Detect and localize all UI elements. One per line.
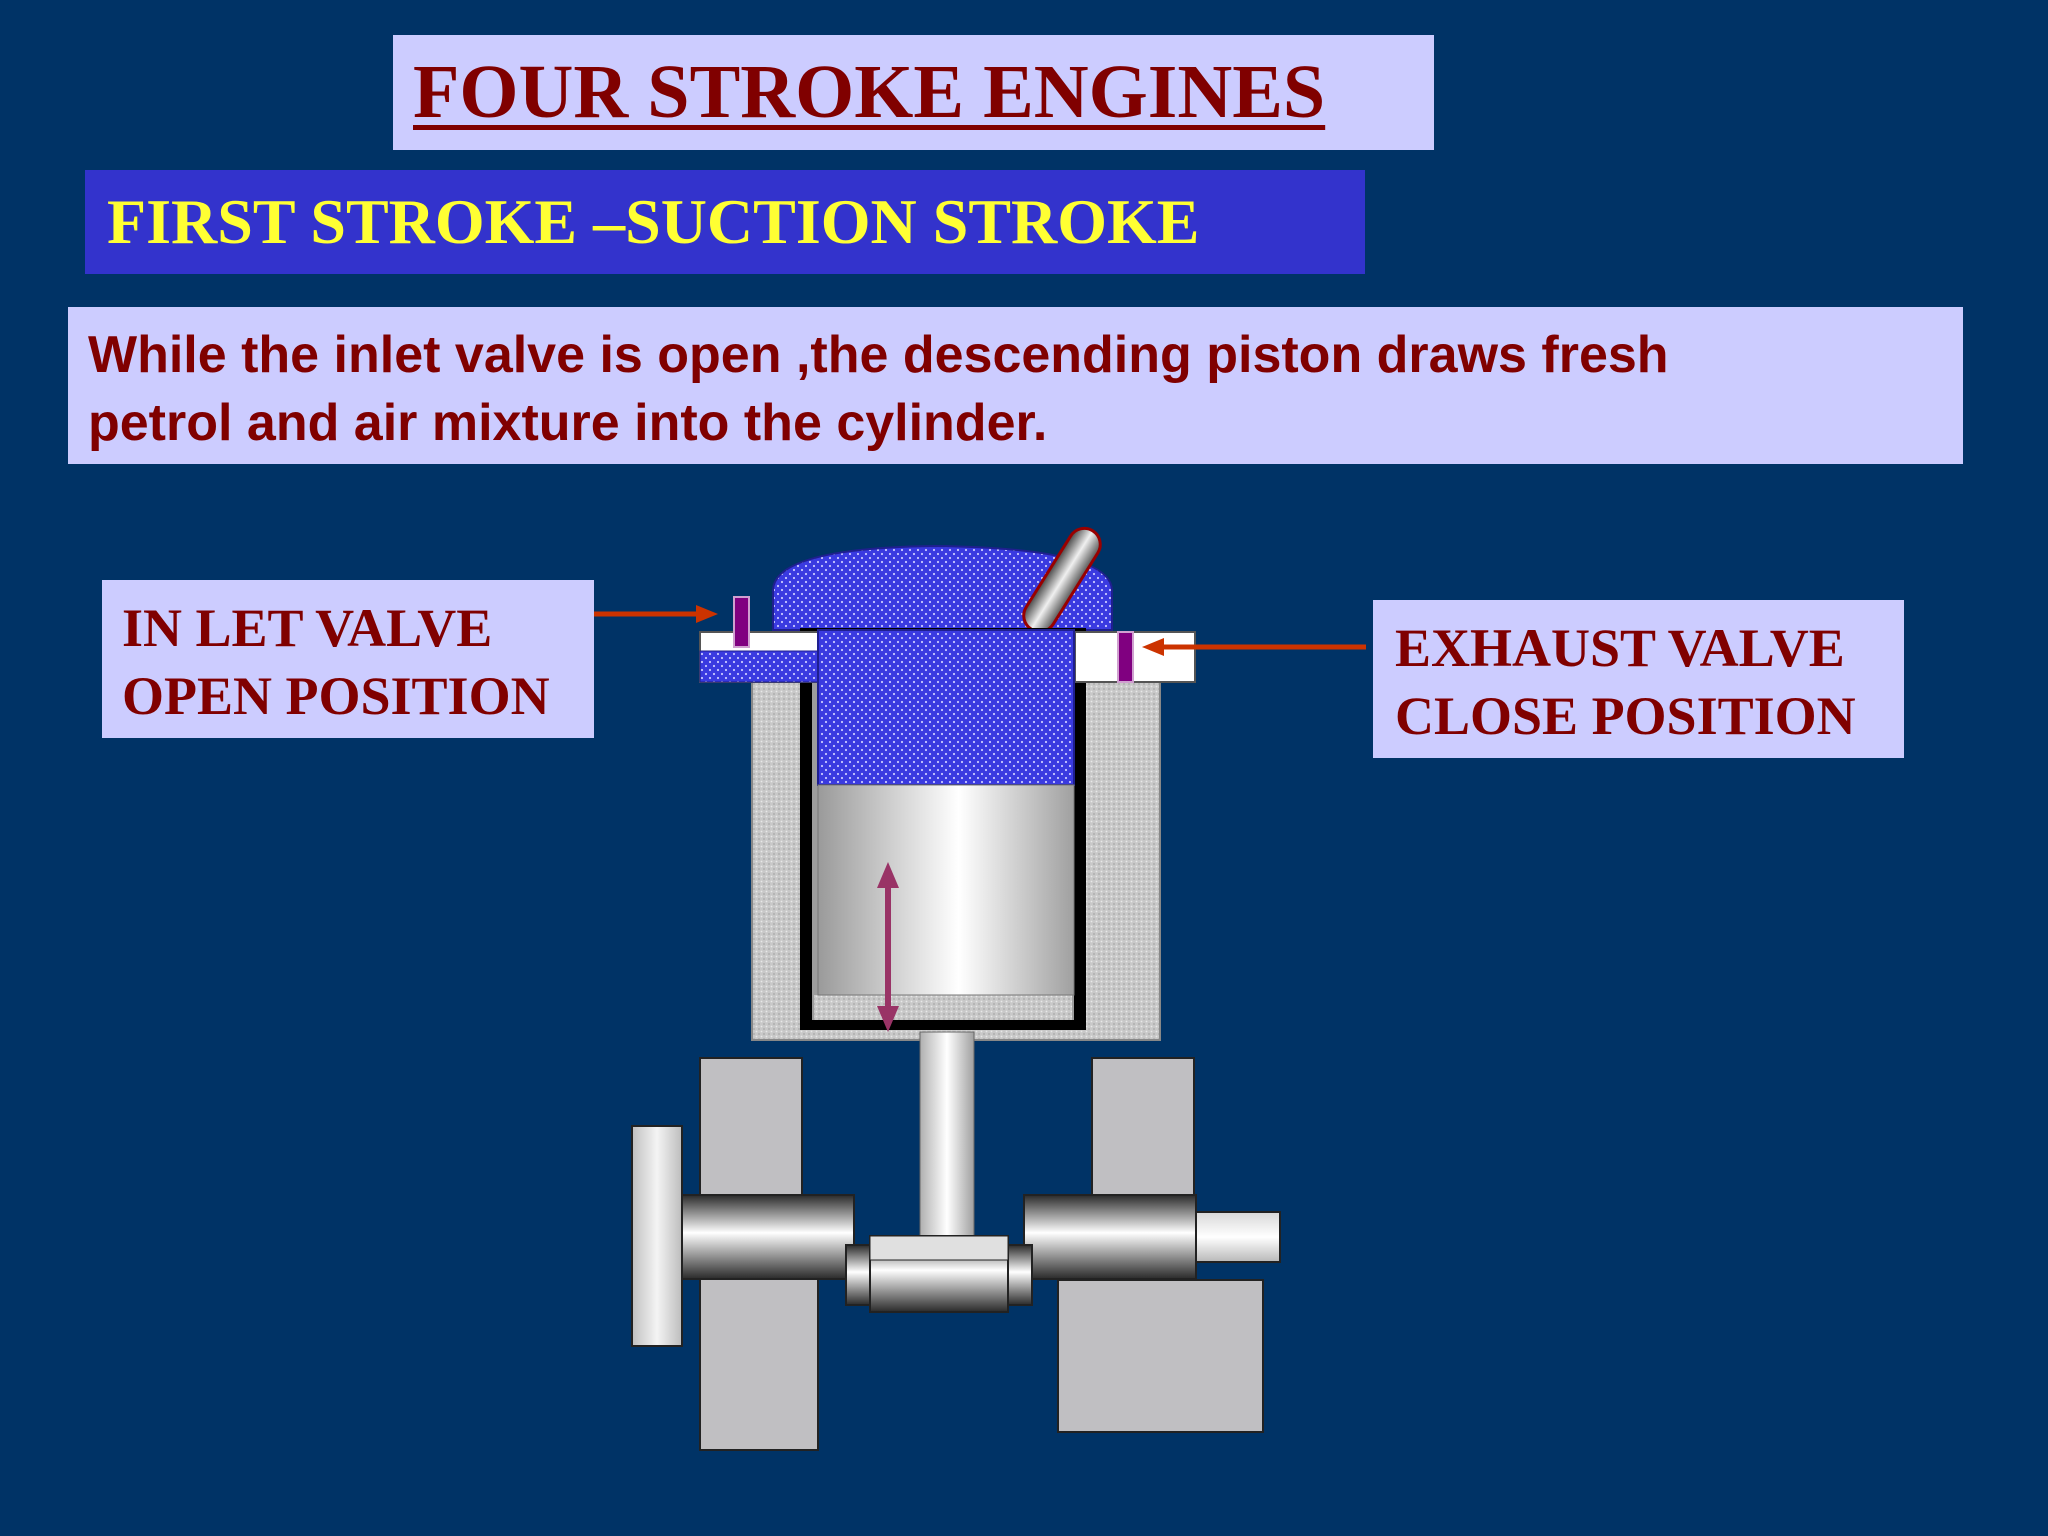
description-line-1: While the inlet valve is open ,the desce… — [88, 326, 1669, 384]
inlet-label-line-1: IN LET VALVE — [122, 598, 493, 658]
description-box: While the inlet valve is open ,the desce… — [68, 307, 1963, 464]
description-line-2: petrol and air mixture into the cylinder… — [88, 394, 1048, 452]
exhaust-pointer-arrow — [1142, 638, 1366, 656]
crankshaft-left — [681, 1194, 855, 1280]
page-title: FOUR STROKE ENGINES — [413, 50, 1326, 134]
connecting-rod — [919, 1031, 975, 1243]
crank-web-right-lower — [1057, 1279, 1264, 1433]
crankshaft-right — [1023, 1194, 1197, 1280]
stroke-heading: FIRST STROKE –SUCTION STROKE — [107, 186, 1200, 257]
inlet-valve-label-box: IN LET VALVE OPEN POSITION — [102, 580, 594, 738]
inlet-label-line-2: OPEN POSITION — [122, 666, 550, 726]
crank-web-right-upper — [1091, 1057, 1195, 1199]
crankshaft-stub — [1195, 1211, 1281, 1263]
exhaust-port — [1074, 631, 1196, 683]
piston — [817, 784, 1075, 996]
inlet-valve — [733, 596, 750, 648]
subtitle-box: FIRST STROKE –SUCTION STROKE — [85, 170, 1365, 274]
title-box: FOUR STROKE ENGINES — [393, 35, 1434, 150]
fuel-air-charge — [817, 629, 1075, 786]
piston-motion-arrow — [877, 862, 899, 1032]
exhaust-valve-label-box: EXHAUST VALVE CLOSE POSITION — [1373, 600, 1904, 758]
exhaust-valve — [1117, 631, 1134, 683]
exhaust-label-line-1: EXHAUST VALVE — [1395, 618, 1845, 678]
crank-web-left-upper — [699, 1057, 803, 1199]
exhaust-label-line-2: CLOSE POSITION — [1395, 686, 1856, 746]
flywheel — [631, 1125, 683, 1347]
crank-web-left-lower — [699, 1259, 819, 1451]
